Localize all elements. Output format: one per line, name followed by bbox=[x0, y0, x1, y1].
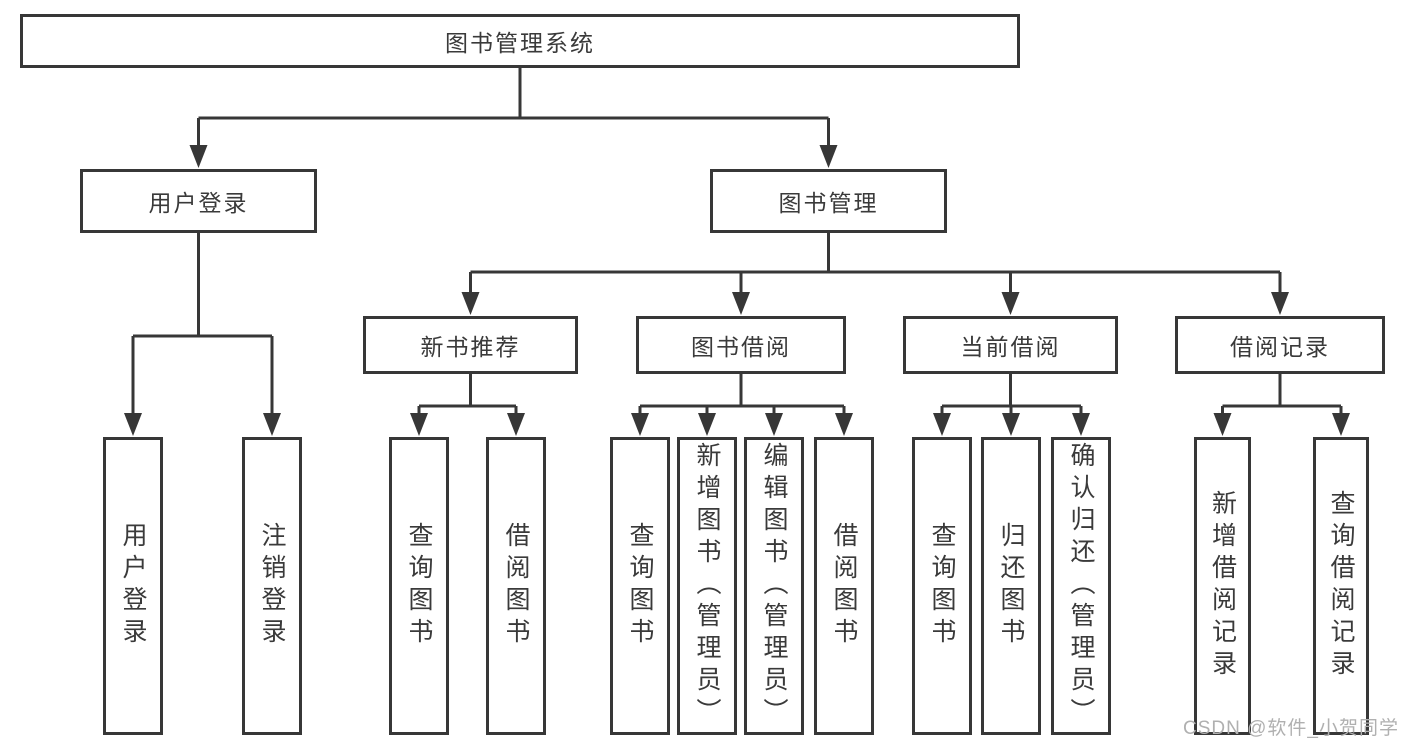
arrowhead-icon bbox=[124, 413, 142, 436]
arrowhead-icon bbox=[461, 292, 480, 315]
leaf-borrow-books: 借阅图书 bbox=[814, 437, 874, 735]
arrowhead-icon bbox=[1001, 292, 1020, 315]
arrowhead-icon bbox=[835, 413, 853, 436]
leaf-user-login: 用户登录 bbox=[103, 437, 163, 735]
node-user-login: 用户登录 bbox=[80, 169, 317, 233]
arrowhead-icon bbox=[1002, 413, 1020, 436]
leaf-query-books-recommend: 查询图书 bbox=[389, 437, 449, 735]
arrowhead-icon bbox=[189, 145, 208, 168]
node-new-book-recommend: 新书推荐 bbox=[363, 316, 578, 374]
leaf-query-borrow-record: 查询借阅记录 bbox=[1313, 437, 1369, 735]
arrowhead-icon bbox=[631, 413, 649, 436]
leaf-edit-books-admin: 编辑图书（管理员） bbox=[744, 437, 804, 735]
arrowhead-icon bbox=[1072, 413, 1090, 436]
leaf-logout: 注销登录 bbox=[242, 437, 302, 735]
node-borrowing-records: 借阅记录 bbox=[1175, 316, 1385, 374]
arrowhead-icon bbox=[1213, 413, 1232, 436]
leaf-confirm-return-admin: 确认归还（管理员） bbox=[1051, 437, 1111, 735]
arrowhead-icon bbox=[1332, 413, 1350, 436]
leaf-query-books-borrow: 查询图书 bbox=[610, 437, 670, 735]
arrowhead-icon bbox=[410, 413, 428, 436]
arrowhead-icon bbox=[819, 145, 838, 168]
arrowhead-icon bbox=[732, 292, 750, 315]
node-book-management: 图书管理 bbox=[710, 169, 947, 233]
node-library-system: 图书管理系统 bbox=[20, 14, 1020, 68]
arrowhead-icon bbox=[507, 413, 525, 436]
arrowhead-icon bbox=[263, 413, 281, 436]
arrowhead-icon bbox=[698, 413, 716, 436]
arrowhead-icon bbox=[765, 413, 783, 436]
arrowhead-icon bbox=[1271, 292, 1289, 315]
leaf-query-books-current: 查询图书 bbox=[912, 437, 972, 735]
leaf-add-borrow-record: 新增借阅记录 bbox=[1194, 437, 1251, 735]
leaf-borrow-books-recommend: 借阅图书 bbox=[486, 437, 546, 735]
node-current-borrowing: 当前借阅 bbox=[903, 316, 1118, 374]
arrowhead-icon bbox=[933, 413, 951, 436]
leaf-return-books: 归还图书 bbox=[981, 437, 1041, 735]
leaf-add-books-admin: 新增图书（管理员） bbox=[677, 437, 737, 735]
node-book-borrowing: 图书借阅 bbox=[636, 316, 846, 374]
csdn-watermark: CSDN @软件_小贺同学 bbox=[1183, 718, 1399, 739]
